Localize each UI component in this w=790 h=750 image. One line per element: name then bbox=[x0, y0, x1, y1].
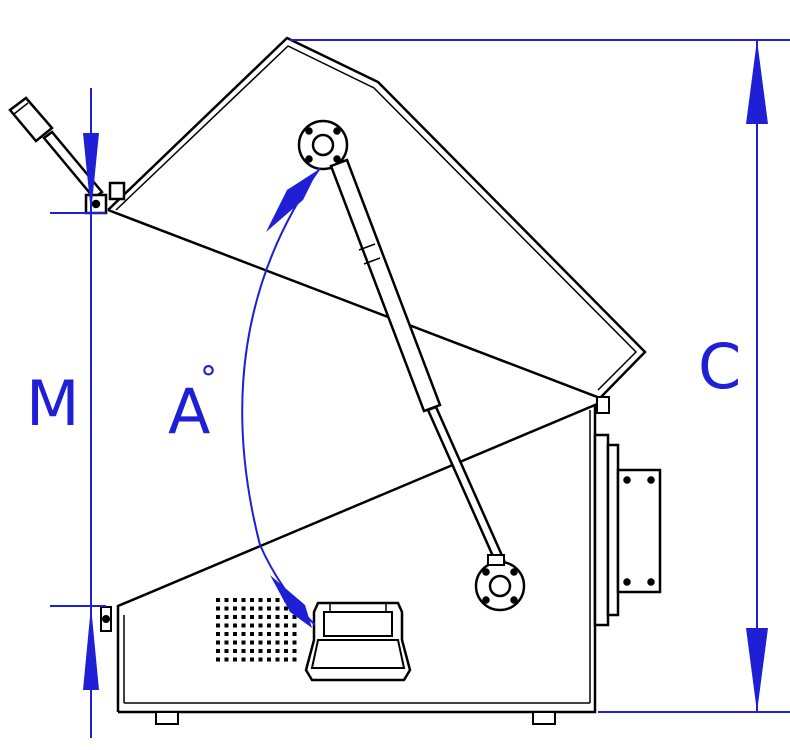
vent-hole bbox=[241, 606, 246, 611]
vent-hole bbox=[292, 632, 297, 636]
dimension-m bbox=[50, 88, 106, 738]
vent-hole bbox=[224, 606, 229, 611]
label-a-degree: ° bbox=[200, 359, 217, 399]
vent-hole bbox=[284, 640, 288, 645]
vent-hole bbox=[284, 606, 288, 611]
vent-hole bbox=[216, 649, 220, 653]
vent-hole bbox=[275, 649, 280, 653]
vent-hole bbox=[267, 606, 271, 611]
vent-hole bbox=[233, 598, 237, 602]
vent-hole bbox=[241, 615, 246, 619]
label-c: C bbox=[698, 330, 741, 403]
vent-hole bbox=[284, 649, 288, 653]
vent-hole bbox=[258, 640, 263, 645]
vent-hole bbox=[292, 649, 297, 653]
vent-hole bbox=[258, 598, 263, 602]
vent-hole bbox=[224, 657, 229, 662]
vent-hole bbox=[275, 606, 280, 611]
vent-hole bbox=[258, 649, 263, 653]
vent-hole bbox=[258, 632, 263, 636]
label-m: M bbox=[26, 367, 80, 440]
vent-hole bbox=[292, 640, 297, 645]
vent-hole bbox=[275, 632, 280, 636]
vent-hole bbox=[233, 632, 237, 636]
vent-hole bbox=[216, 640, 220, 645]
vent-hole bbox=[267, 615, 271, 619]
vent-hole bbox=[224, 632, 229, 636]
vent-hole bbox=[258, 657, 263, 662]
vent-hole bbox=[284, 632, 288, 636]
label-a: A bbox=[168, 375, 210, 448]
vent-hole bbox=[267, 623, 271, 628]
vent-hole bbox=[267, 640, 271, 645]
handle-icon bbox=[304, 601, 412, 682]
vent-hole bbox=[267, 632, 271, 636]
vent-hole bbox=[267, 598, 271, 602]
vent-hole bbox=[250, 623, 254, 628]
vent-hole bbox=[250, 657, 254, 662]
vent-hole bbox=[275, 640, 280, 645]
vent-hole bbox=[250, 640, 254, 645]
vent-hole bbox=[275, 598, 280, 602]
front-latch bbox=[100, 606, 112, 632]
vent-hole bbox=[224, 615, 229, 619]
vent-hole bbox=[275, 623, 280, 628]
vent-hole bbox=[233, 615, 237, 619]
vent-hole bbox=[224, 623, 229, 628]
vent-grid bbox=[216, 598, 297, 662]
vent-hole bbox=[216, 598, 220, 602]
vent-hole bbox=[284, 657, 288, 662]
vent-hole bbox=[241, 649, 246, 653]
vent-hole bbox=[216, 615, 220, 619]
vent-hole bbox=[267, 649, 271, 653]
vent-hole bbox=[250, 598, 254, 602]
vent-hole bbox=[250, 606, 254, 611]
rear-mount bbox=[593, 433, 662, 627]
vent-hole bbox=[258, 615, 263, 619]
vent-hole bbox=[216, 657, 220, 662]
vent-hole bbox=[241, 657, 246, 662]
vent-hole bbox=[241, 598, 246, 602]
gas-spring bbox=[297, 119, 526, 612]
vent-hole bbox=[224, 640, 229, 645]
vent-hole bbox=[292, 615, 297, 619]
open-lid bbox=[107, 36, 647, 414]
vent-hole bbox=[241, 640, 246, 645]
vent-hole bbox=[216, 606, 220, 611]
vent-hole bbox=[241, 632, 246, 636]
vent-hole bbox=[275, 657, 280, 662]
vent-hole bbox=[250, 615, 254, 619]
vent-hole bbox=[216, 623, 220, 628]
vent-hole bbox=[275, 615, 280, 619]
vent-hole bbox=[267, 657, 271, 662]
vent-hole bbox=[224, 598, 229, 602]
dimension-a bbox=[241, 167, 321, 628]
vent-hole bbox=[258, 623, 263, 628]
vent-hole bbox=[292, 623, 297, 628]
vent-hole bbox=[224, 649, 229, 653]
vent-hole bbox=[250, 632, 254, 636]
vent-hole bbox=[216, 632, 220, 636]
vent-hole bbox=[233, 623, 237, 628]
vent-hole bbox=[250, 649, 254, 653]
vent-hole bbox=[233, 649, 237, 653]
vent-hole bbox=[284, 623, 288, 628]
vent-hole bbox=[233, 640, 237, 645]
base-cabinet bbox=[116, 403, 597, 714]
wrench-icon bbox=[8, 96, 126, 215]
vent-hole bbox=[241, 623, 246, 628]
vent-hole bbox=[233, 606, 237, 611]
vent-hole bbox=[233, 657, 237, 662]
vent-hole bbox=[292, 657, 297, 662]
vent-hole bbox=[284, 615, 288, 619]
vent-hole bbox=[258, 606, 263, 611]
dimension-c bbox=[290, 39, 790, 713]
cabinet-feet bbox=[155, 711, 556, 725]
